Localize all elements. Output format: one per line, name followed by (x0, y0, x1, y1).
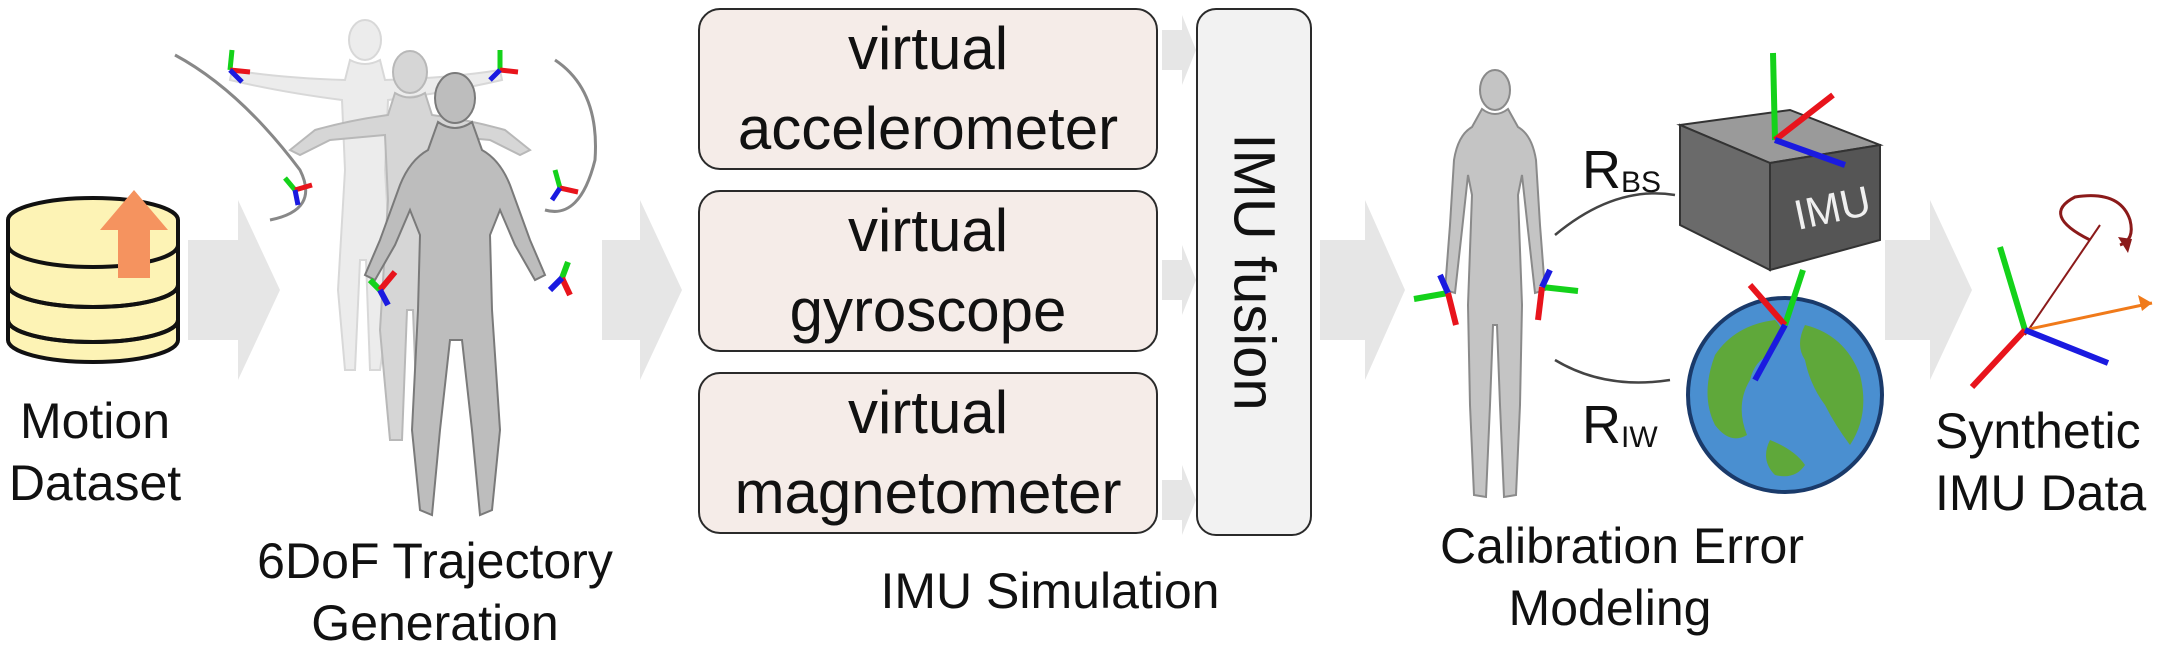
imu-simulation-label: IMU Simulation (840, 560, 1260, 622)
calibration-figure (1413, 69, 1579, 499)
flow-arrow-5 (1162, 465, 1196, 535)
imu-simulation-text: IMU Simulation (880, 563, 1220, 619)
virtual-magnetometer-box: virtual magnetometer (698, 372, 1158, 534)
axis-frame-earth (1747, 269, 1806, 382)
calibration-line2: Modeling (1508, 580, 1712, 636)
human-figure-calib (1443, 69, 1547, 499)
trajectory-line2: Generation (311, 595, 559, 651)
gyroscope-line1: virtual (847, 197, 1009, 264)
r-iw-base: R (1582, 395, 1621, 455)
synthetic-axes-icon (1969, 194, 2153, 390)
axis-frame-calib-right (1535, 268, 1579, 321)
synthetic-line2: IMU Data (1935, 465, 2147, 521)
trajectory-label: 6DoF Trajectory Generation (200, 530, 670, 654)
axis-frame-left-low (367, 270, 398, 307)
earth-globe-icon (1686, 269, 1884, 494)
axis-frame-left-top (227, 49, 251, 84)
flow-arrow-1 (188, 200, 280, 380)
flow-arrow-7 (1885, 200, 1972, 380)
axis-frame-right-mid (549, 169, 579, 202)
flow-arrow-4 (1162, 245, 1196, 315)
imu-fusion-label: IMU fusion (1221, 133, 1287, 411)
virtual-accelerometer-box: virtual accelerometer (698, 8, 1158, 170)
r-bs-base: R (1582, 140, 1621, 200)
trajectory-line1: 6DoF Trajectory (257, 533, 613, 589)
accelerometer-line1: virtual (847, 15, 1009, 82)
magnetometer-line2: magnetometer (734, 459, 1122, 526)
virtual-gyroscope-box: virtual gyroscope (698, 190, 1158, 352)
flow-arrow-3 (1162, 15, 1196, 85)
accelerometer-line2: accelerometer (737, 95, 1119, 162)
imu-fusion-box: IMU fusion (1196, 8, 1312, 536)
axis-frame-right-low (547, 260, 573, 297)
trajectory-figures (174, 19, 597, 517)
calibration-arcs (1554, 192, 1676, 384)
motion-dataset-line1: Motion (19, 393, 171, 449)
human-figure-near (363, 72, 547, 517)
motion-dataset-label: Motion Dataset (0, 390, 200, 514)
axis-frame-right-top (488, 50, 519, 82)
synthetic-label: Synthetic IMU Data (1935, 400, 2175, 524)
axis-frame-imu (1770, 52, 1847, 168)
imu-box-icon: IMU (1676, 52, 1884, 272)
synthetic-line1: Synthetic (1935, 403, 2141, 459)
orange-vector (2024, 301, 2153, 332)
axis-frame-calib-left (1413, 273, 1459, 326)
r-iw-label: RIW (1582, 395, 1658, 468)
rotation-axis-line (2024, 224, 2101, 336)
trajectory-curve-right (544, 58, 597, 213)
r-bs-label: RBS (1582, 140, 1661, 213)
arc-r-bs (1554, 192, 1676, 236)
flow-arrow-6 (1320, 200, 1405, 380)
r-iw-sub: IW (1621, 421, 1658, 454)
axis-frame-left-mid (283, 176, 313, 206)
r-bs-sub: BS (1621, 166, 1662, 199)
calibration-line1: Calibration Error (1440, 518, 1805, 574)
motion-dataset-line2: Dataset (8, 455, 182, 511)
calibration-label: Calibration Error Modeling (1440, 515, 1805, 639)
gyroscope-line2: gyroscope (789, 277, 1067, 344)
arc-r-iw (1554, 358, 1671, 384)
magnetometer-line1: virtual (847, 379, 1009, 446)
rotation-arc (2059, 194, 2133, 247)
dataset-up-arrow (100, 190, 168, 278)
axis-frame-synthetic (1969, 246, 2110, 390)
trajectory-curve-left (174, 53, 308, 222)
database-icon (6, 190, 180, 364)
flow-arrow-2 (602, 200, 682, 380)
